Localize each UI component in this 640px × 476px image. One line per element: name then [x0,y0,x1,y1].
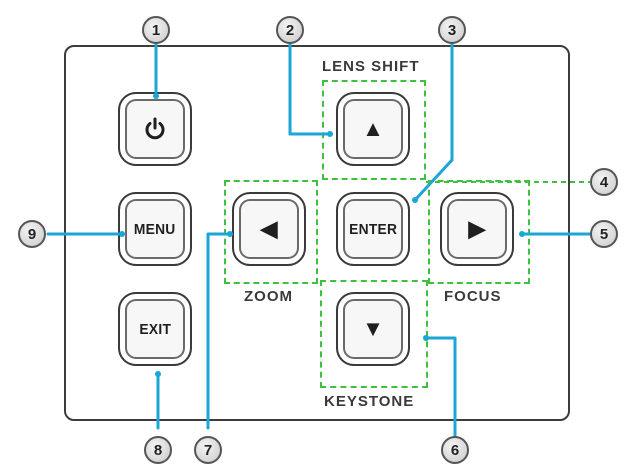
callout-4: 4 [590,168,618,196]
focus-right-button[interactable]: ▶ [440,192,514,266]
callout-6: 6 [441,436,469,464]
lens-shift-group-outline [322,80,426,180]
arrow-up-icon: ▲ [362,116,384,141]
arrow-left-icon: ◀ [260,216,278,241]
callout-3: 3 [438,16,466,44]
lens-shift-label: LENS SHIFT [322,58,420,75]
menu-button[interactable]: MENU [118,192,192,266]
callout-2: 2 [276,16,304,44]
keystone-down-button[interactable]: ▼ [336,292,410,366]
enter-button-label: ENTER [348,220,398,238]
zoom-label: ZOOM [244,288,293,305]
callout-7: 7 [194,436,222,464]
leader-6 [424,336,457,439]
exit-button[interactable]: EXIT [118,292,192,366]
menu-button-label: MENU [134,220,176,238]
leader-2 [288,42,332,136]
power-icon [145,117,165,140]
callout-9: 9 [18,220,46,248]
keystone-group-outline [320,280,428,388]
callout-1: 1 [142,16,170,44]
zoom-group-outline [224,180,318,284]
power-button[interactable] [118,92,192,166]
focus-label: FOCUS [444,288,502,305]
callout-5: 5 [590,220,618,248]
focus-group-outline [428,180,530,284]
arrow-down-icon: ▼ [362,316,384,341]
leader-3 [413,42,454,202]
keystone-label: KEYSTONE [324,393,415,410]
lens-shift-up-button[interactable]: ▲ [336,92,410,166]
callout-8: 8 [144,436,172,464]
exit-button-label: EXIT [139,320,171,338]
zoom-left-button[interactable]: ◀ [232,192,306,266]
arrow-right-icon: ▶ [468,216,486,241]
leader-7 [206,232,232,430]
enter-button[interactable]: ENTER [336,192,410,266]
